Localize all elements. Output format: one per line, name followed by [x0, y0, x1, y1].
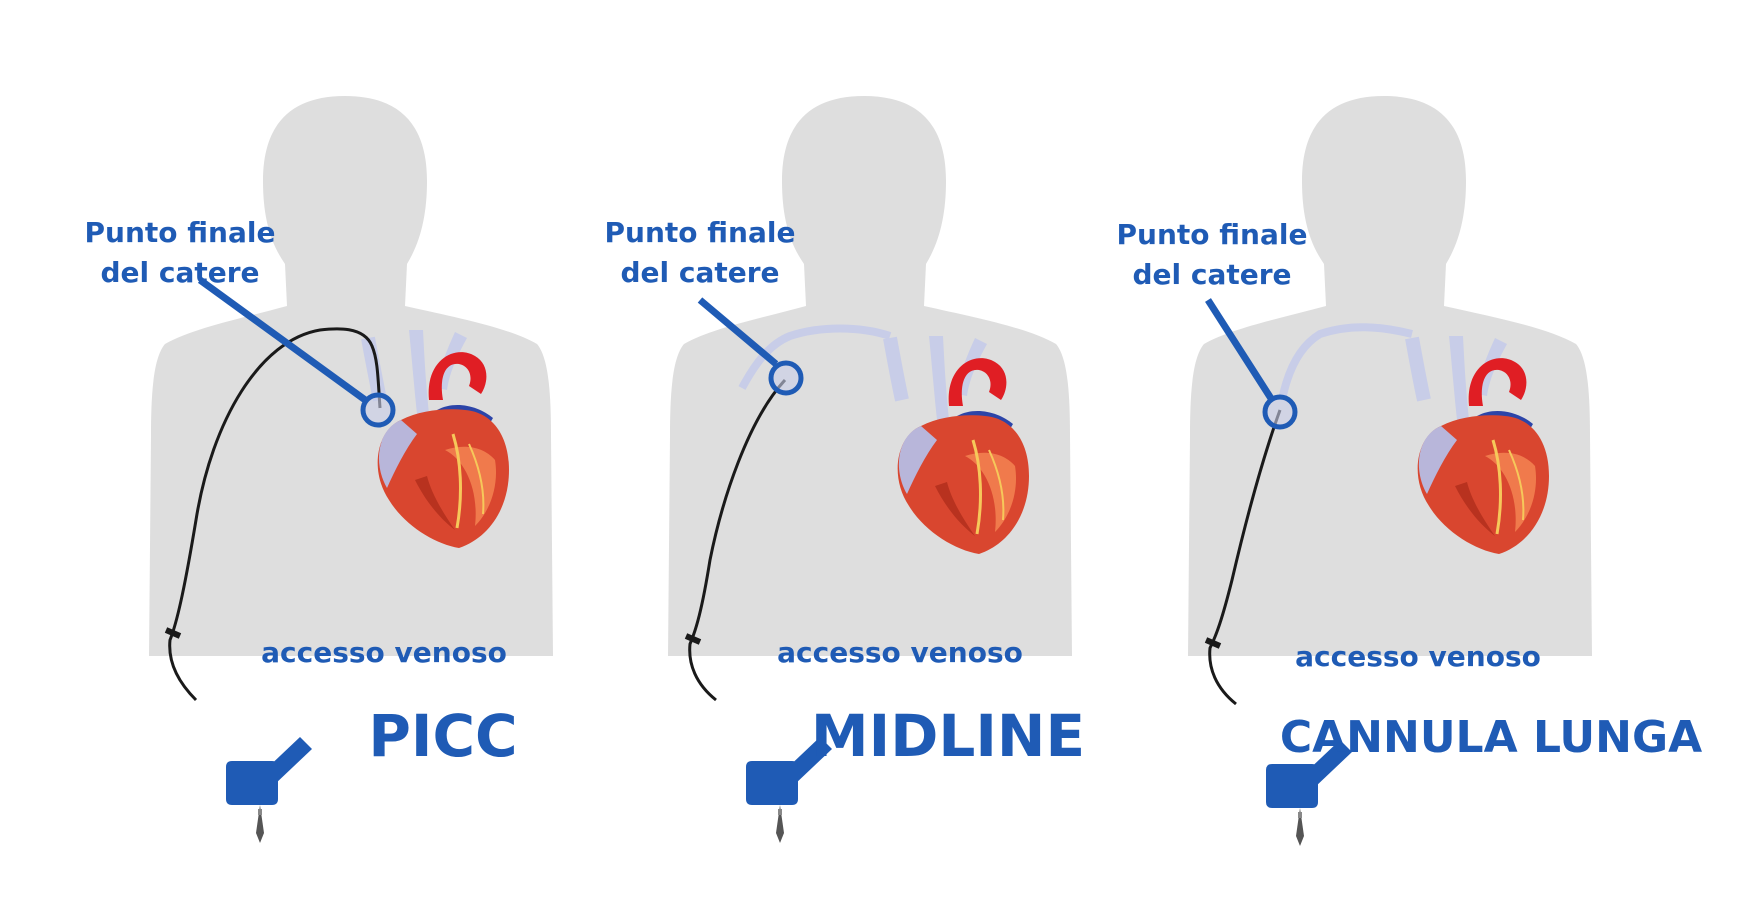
endpoint-pointer: [197, 277, 371, 405]
catheter-clip-icon: [164, 627, 182, 639]
endpoint-marker: [768, 360, 804, 396]
vein-vena-cava: [1405, 336, 1431, 402]
catheter-line: [1208, 409, 1282, 706]
torso-silhouette-icon: [149, 96, 553, 656]
type-label: PICC: [368, 702, 517, 770]
torso-silhouette-icon: [1188, 96, 1592, 656]
endpoint-label-line2: del catere: [100, 256, 259, 289]
access-label: accesso venoso: [777, 636, 1023, 669]
catheter-clip-icon: [1204, 637, 1222, 649]
type-label: CANNULA LUNGA: [1280, 712, 1702, 763]
endpoint-label-line2: del catere: [1132, 258, 1291, 291]
panel-midline: Punto finale del catere accesso venoso M…: [605, 96, 1085, 843]
endpoint-marker: [360, 392, 396, 428]
panel-picc: Punto finale del catere accesso venoso P…: [85, 96, 553, 843]
access-label: accesso venoso: [1295, 640, 1541, 673]
vein-vena-cava: [883, 336, 909, 402]
vein-subclavian: [1278, 323, 1413, 401]
catheter-line: [168, 327, 382, 702]
vein-subclavian: [738, 324, 892, 390]
endpoint-pointer: [697, 297, 779, 367]
catheter-hub-icon: [226, 737, 312, 843]
endpoint-label-line2: del catere: [620, 256, 779, 289]
endpoint-pointer: [1205, 298, 1275, 402]
endpoint-label-line1: Punto finale: [605, 216, 796, 249]
catheter-clip-icon: [684, 633, 702, 645]
endpoint-marker: [1262, 394, 1298, 430]
endpoint-label-line1: Punto finale: [1117, 218, 1308, 251]
endpoint-label-line1: Punto finale: [85, 216, 276, 249]
panel-cannula: Punto finale del catere accesso venoso C…: [1117, 96, 1702, 846]
type-label: MIDLINE: [811, 702, 1085, 770]
catheter-line: [688, 378, 787, 702]
torso-silhouette-icon: [668, 96, 1072, 656]
access-label: accesso venoso: [261, 636, 507, 669]
